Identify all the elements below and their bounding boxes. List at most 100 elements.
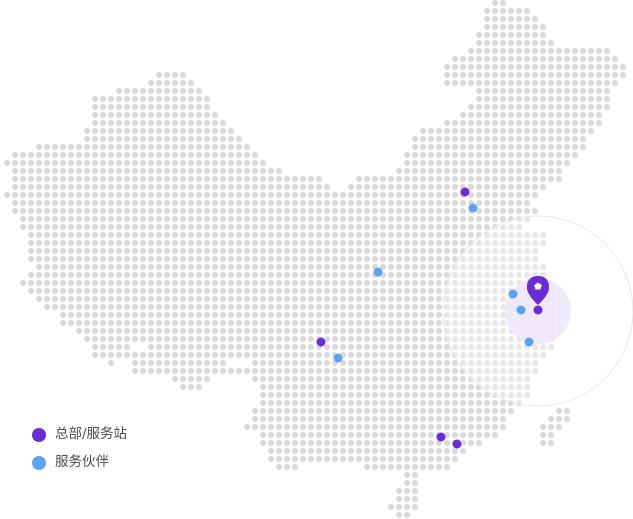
map-grid-dot	[100, 136, 106, 142]
map-grid-dot	[196, 96, 202, 102]
map-grid-dot	[484, 336, 490, 342]
map-grid-dot	[540, 40, 546, 46]
map-grid-dot	[156, 240, 162, 246]
headquarters-marker[interactable]	[436, 432, 446, 442]
map-grid-dot	[380, 208, 386, 214]
map-grid-dot	[196, 264, 202, 270]
map-grid-dot	[396, 376, 402, 382]
map-grid-dot	[420, 128, 426, 134]
map-grid-dot	[132, 184, 138, 190]
map-grid-dot	[132, 272, 138, 278]
map-grid-dot	[428, 272, 434, 278]
map-grid-dot	[124, 192, 130, 198]
map-grid-dot	[540, 424, 546, 430]
map-grid-dot	[44, 160, 50, 166]
map-grid-dot	[428, 176, 434, 182]
map-grid-dot	[388, 352, 394, 358]
map-grid-dot	[308, 448, 314, 454]
map-grid-dot	[316, 296, 322, 302]
map-grid-dot	[244, 192, 250, 198]
map-grid-dot	[236, 336, 242, 342]
map-grid-dot	[68, 176, 74, 182]
map-grid-dot	[476, 32, 482, 38]
map-grid-dot	[396, 328, 402, 334]
map-grid-dot	[372, 192, 378, 198]
map-grid-dot	[220, 192, 226, 198]
map-grid-dot	[148, 368, 154, 374]
partner-marker[interactable]	[516, 305, 526, 315]
map-grid-dot	[292, 424, 298, 430]
map-grid-dot	[148, 136, 154, 142]
headquarters-marker[interactable]	[452, 439, 462, 449]
map-grid-dot	[516, 256, 522, 262]
map-grid-dot	[276, 448, 282, 454]
map-grid-dot	[52, 208, 58, 214]
map-grid-dot	[180, 312, 186, 318]
map-grid-dot	[324, 416, 330, 422]
map-grid-dot	[100, 96, 106, 102]
map-grid-dot	[188, 120, 194, 126]
map-grid-dot	[108, 208, 114, 214]
map-grid-dot	[220, 152, 226, 158]
map-grid-dot	[292, 288, 298, 294]
map-grid-dot	[492, 408, 498, 414]
map-grid-dot	[420, 256, 426, 262]
map-grid-dot	[436, 200, 442, 206]
map-grid-dot	[452, 248, 458, 254]
map-grid-dot	[460, 296, 466, 302]
map-grid-dot	[588, 80, 594, 86]
map-grid-dot	[388, 504, 394, 510]
map-grid-dot	[140, 368, 146, 374]
map-grid-dot	[484, 40, 490, 46]
map-grid-dot	[316, 440, 322, 446]
map-grid-dot	[380, 440, 386, 446]
partner-marker[interactable]	[524, 337, 534, 347]
location-pin-icon[interactable]	[526, 276, 550, 305]
map-grid-dot	[292, 368, 298, 374]
map-grid-dot	[468, 264, 474, 270]
map-grid-dot	[516, 208, 522, 214]
map-grid-dot	[388, 240, 394, 246]
map-grid-dot	[44, 216, 50, 222]
map-grid-dot	[420, 192, 426, 198]
map-grid-dot	[540, 72, 546, 78]
map-grid-dot	[140, 176, 146, 182]
map-grid-dot	[468, 312, 474, 318]
map-grid-dot	[164, 296, 170, 302]
map-grid-dot	[276, 416, 282, 422]
map-grid-dot	[452, 200, 458, 206]
map-grid-dot	[308, 184, 314, 190]
headquarters-marker[interactable]	[316, 337, 326, 347]
headquarters-marker[interactable]	[533, 305, 543, 315]
map-grid-dot	[12, 208, 18, 214]
map-grid-dot	[100, 216, 106, 222]
partner-marker[interactable]	[373, 267, 383, 277]
map-grid-dot	[468, 152, 474, 158]
map-grid-dot	[548, 136, 554, 142]
location-pin[interactable]	[526, 276, 550, 305]
map-grid-dot	[508, 24, 514, 30]
map-grid-dot	[100, 160, 106, 166]
map-grid-dot	[116, 240, 122, 246]
map-grid-dot	[244, 216, 250, 222]
map-grid-dot	[460, 408, 466, 414]
map-grid-dot	[132, 304, 138, 310]
map-grid-dot	[420, 368, 426, 374]
map-grid-dot	[244, 336, 250, 342]
map-grid-dot	[116, 112, 122, 118]
headquarters-marker[interactable]	[460, 187, 470, 197]
partner-marker[interactable]	[468, 203, 478, 213]
map-grid-dot	[548, 168, 554, 174]
map-grid-dot	[492, 176, 498, 182]
map-grid-dot	[532, 64, 538, 70]
map-grid-dot	[340, 216, 346, 222]
partner-marker[interactable]	[333, 353, 343, 363]
partner-marker[interactable]	[508, 289, 518, 299]
map-grid-dot	[516, 160, 522, 166]
map-grid-dot	[364, 464, 370, 470]
map-grid-dot	[252, 184, 258, 190]
map-grid-dot	[252, 352, 258, 358]
map-grid-dot	[220, 264, 226, 270]
map-grid-dot	[180, 80, 186, 86]
map-grid-dot	[212, 272, 218, 278]
